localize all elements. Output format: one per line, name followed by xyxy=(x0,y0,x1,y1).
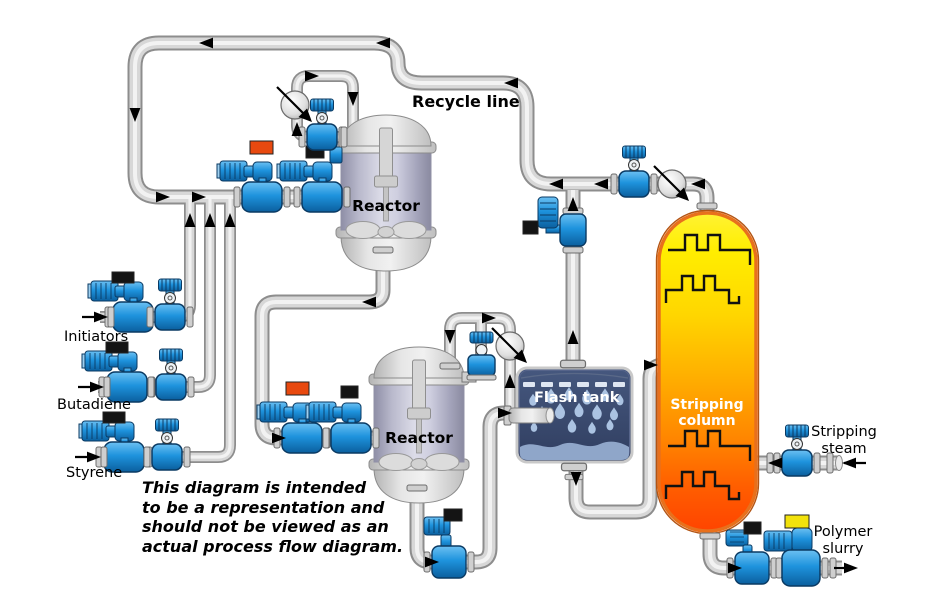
reactor2-flow-indicator xyxy=(490,326,529,365)
reactor1-flow-indicator xyxy=(275,85,314,124)
flash-tank-label: Flash tank xyxy=(534,390,620,406)
butadiene-feed-pipe xyxy=(98,197,212,389)
butadiene-feed-pump xyxy=(82,341,155,402)
polymer-slurry-pump xyxy=(763,514,829,587)
reactor2-feed-valve xyxy=(306,385,379,453)
reactor-2-label: Reactor xyxy=(385,429,453,447)
flash-bottoms-pipe xyxy=(574,363,670,514)
reactor1-feed-pump xyxy=(217,140,290,212)
stripping-column-vessel xyxy=(655,209,760,535)
recycle-flow-indicator xyxy=(652,164,691,203)
styrene-label: Styrene xyxy=(66,465,123,481)
reactor2-bottom-valve xyxy=(423,508,475,579)
styrene-feed-pipe xyxy=(96,197,232,459)
flow-arrows xyxy=(75,37,866,574)
reactor2-top-loop-pipe xyxy=(448,316,512,413)
polymer-slurry-label: Polymer slurry xyxy=(813,524,873,557)
initiators-feed-pump xyxy=(88,271,161,332)
column-bottoms-pipe xyxy=(708,522,732,570)
flash-vapor-valve xyxy=(522,196,587,254)
reactor-1-label: Reactor xyxy=(352,197,420,215)
flash-tank-vessel xyxy=(503,366,634,464)
styrene-feed-pump xyxy=(79,411,152,472)
stripping-column-label: Stripping column xyxy=(670,397,744,429)
flash-tank-dashes xyxy=(523,382,625,387)
disclaimer-note: This diagram is intended to be a represe… xyxy=(142,478,404,556)
column-tray-internals xyxy=(664,233,752,501)
reactor2-shoulder-valve xyxy=(461,331,497,383)
flash-inlet-nozzle xyxy=(508,407,552,424)
flash-tank-liquid xyxy=(520,441,629,460)
recycle-line-label: Recycle line xyxy=(412,92,520,111)
reactor2-feed-pump xyxy=(257,381,330,453)
initiators-label: Initiators xyxy=(64,329,129,345)
equipment xyxy=(79,85,843,587)
stripping-steam-label: Stripping steam xyxy=(811,424,877,457)
butadiene-label: Butadiene xyxy=(57,397,131,413)
reactor2-outlet-pipe xyxy=(415,411,534,564)
reactor1-outlet-pipe xyxy=(260,256,385,440)
